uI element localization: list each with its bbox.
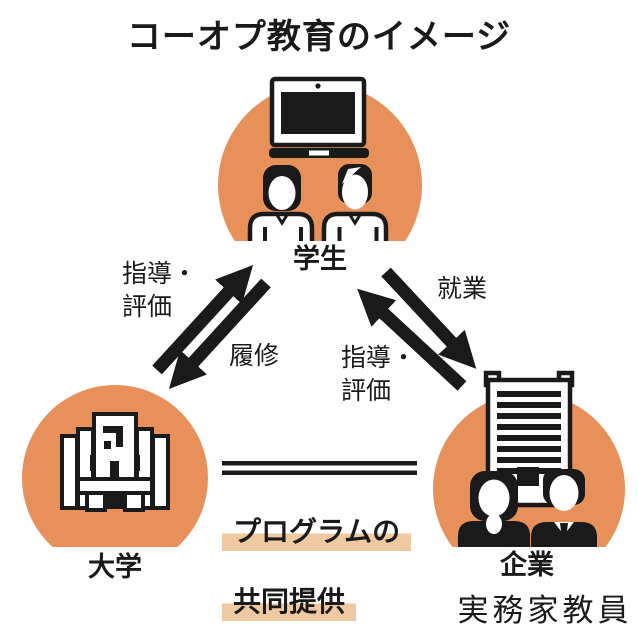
entrance [517, 467, 539, 486]
arrow-students-to-university [168, 278, 271, 390]
laptop-icon [269, 76, 369, 158]
businessman-icon [531, 469, 597, 547]
employment-label: 就業 [437, 275, 488, 303]
university-label: 大学 [88, 552, 142, 582]
course-enrollment-label: 履修 [229, 342, 280, 370]
arrow-company-to-students [357, 288, 467, 391]
company-label: 企業 [500, 550, 554, 580]
arrow-students-to-company [381, 267, 477, 369]
guidance-evaluation-label-left: 指導・ 評価 [122, 260, 198, 321]
webcam-dot-icon [315, 83, 321, 89]
diagram-title: コーオプ教育のイメージ [126, 18, 512, 56]
businesswoman-icon [458, 471, 530, 547]
male-student-icon [321, 164, 389, 241]
female-student-icon [247, 165, 315, 241]
university-building-icon [60, 412, 170, 512]
joint-program-label: プログラムの 共同提供 [222, 481, 412, 638]
company-node [433, 370, 625, 547]
students-label: 学生 [293, 244, 347, 274]
joint-provision-double-line [222, 461, 417, 475]
university-node [22, 385, 208, 547]
students-node [218, 76, 422, 241]
practitioner-teachers-label: 実務家教員 [457, 593, 633, 628]
joint-program-line1: プログラムの [222, 515, 412, 551]
guidance-evaluation-label-right: 指導・ 評価 [341, 344, 417, 405]
necktie-icon [560, 523, 568, 543]
joint-program-line2: 共同提供 [222, 585, 357, 621]
